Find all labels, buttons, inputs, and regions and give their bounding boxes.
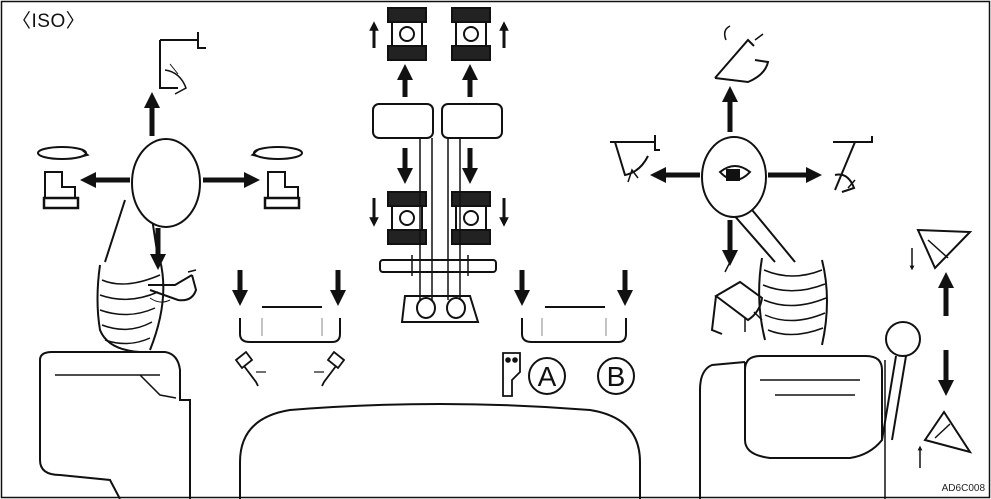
switch-a-label: A: [538, 361, 557, 392]
left-lever-knob: [131, 138, 201, 228]
swing-right-icon: [250, 146, 303, 210]
blade-up-icon: [909, 228, 973, 271]
right-lever-group: [699, 136, 921, 499]
travel-reverse-right-icon: [451, 191, 509, 245]
right-pedal-pad: [441, 103, 503, 139]
left-pedal-pad: [372, 103, 434, 139]
arm-out-icon: [159, 32, 206, 95]
bucket-dump-icon: [610, 135, 660, 183]
pattern-switch-icon: [502, 352, 521, 397]
iso-standard-label: 〈ISO〉: [12, 11, 86, 32]
switch-b-label: B: [607, 361, 626, 392]
arm-in-icon: [148, 269, 198, 303]
travel-reverse-left-icon: [369, 191, 427, 245]
blade-lever-knob: [885, 321, 921, 357]
switch-b-circle: [597, 357, 635, 395]
swing-left-icon: [37, 146, 90, 210]
cab-floor-outline: [239, 403, 641, 499]
right-console: [699, 355, 883, 499]
left-lever-boot: [96, 259, 165, 353]
switch-a-circle: [528, 357, 566, 395]
breaker-right-icon: [321, 350, 346, 387]
pattern-left-indicator: [231, 270, 347, 387]
pattern-switch-ab: [502, 270, 635, 397]
figure-code-label: AD6C008: [941, 483, 985, 494]
breaker-left-icon: [234, 350, 259, 387]
bucket-curl-icon: [833, 136, 873, 193]
right-lever-arrows: [649, 85, 823, 267]
right-lever-boot: [758, 257, 828, 346]
boom-arm-up-icon: [714, 25, 770, 84]
travel-forward-right-icon: [451, 7, 509, 61]
boom-arm-down-icon: [710, 261, 764, 335]
left-lever-group: [39, 138, 201, 499]
travel-forward-left-icon: [369, 7, 427, 61]
left-lever-arrows: [79, 91, 261, 271]
left-console: [39, 351, 191, 499]
blade-down-icon: [917, 410, 973, 468]
travel-pedals: [369, 7, 509, 323]
